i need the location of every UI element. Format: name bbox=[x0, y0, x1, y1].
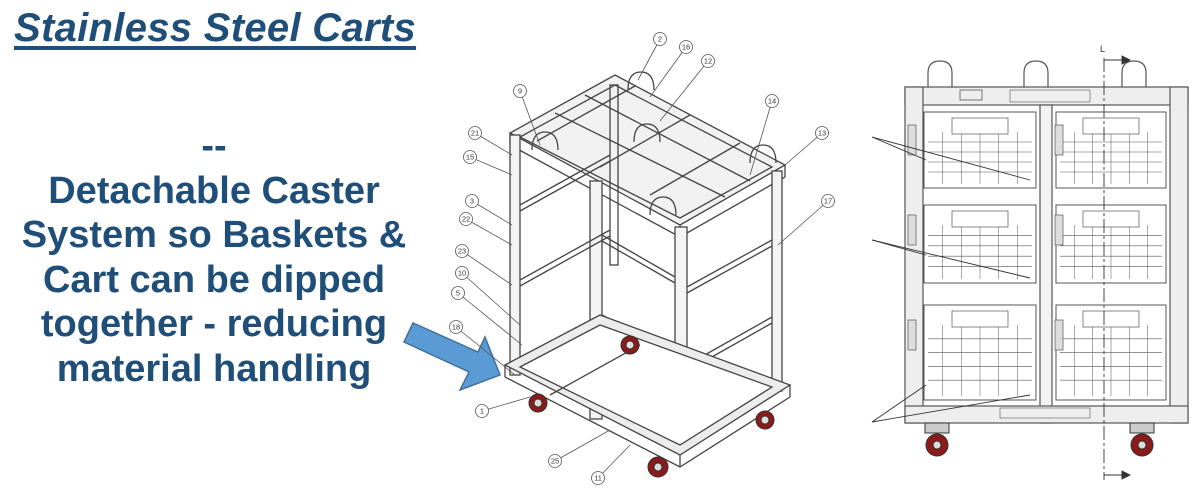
part-balloon bbox=[701, 54, 715, 68]
part-label: 9 bbox=[518, 87, 522, 96]
cart-front-view: L bbox=[871, 44, 1189, 480]
body-line: together - reducing bbox=[40, 303, 388, 345]
basket-label-plate bbox=[951, 117, 1009, 135]
leader-line bbox=[659, 60, 709, 122]
part-label: 23 bbox=[458, 247, 466, 256]
part-balloon bbox=[679, 40, 693, 54]
part-balloon bbox=[591, 471, 605, 485]
part-label: 10 bbox=[458, 269, 466, 278]
leader-line bbox=[784, 132, 823, 166]
basket bbox=[923, 304, 1037, 401]
part-balloon bbox=[463, 150, 477, 164]
part-label: 5 bbox=[456, 289, 460, 298]
leader-line bbox=[777, 200, 829, 246]
leader-line bbox=[465, 218, 513, 246]
leader-line bbox=[597, 444, 631, 479]
part-label: 15 bbox=[466, 153, 474, 162]
basket bbox=[1055, 304, 1167, 401]
part-balloon bbox=[465, 194, 479, 208]
slide-title: Stainless Steel Carts bbox=[14, 6, 417, 50]
part-balloon bbox=[449, 320, 463, 334]
part-balloon bbox=[548, 454, 562, 468]
leader-line bbox=[471, 200, 513, 226]
leader-line bbox=[554, 429, 611, 462]
leader-line bbox=[469, 156, 513, 176]
part-balloon bbox=[455, 266, 469, 280]
part-label: 21 bbox=[471, 129, 479, 138]
part-balloon bbox=[455, 244, 469, 258]
leader-line bbox=[481, 396, 531, 412]
part-label: 1 bbox=[480, 407, 484, 416]
part-balloon bbox=[815, 126, 829, 140]
basket-label-plate bbox=[1082, 310, 1140, 328]
slide-body-text: -- Detachable Caster System so Baskets &… bbox=[0, 124, 428, 391]
part-label: 3 bbox=[470, 197, 474, 206]
part-label: 18 bbox=[452, 323, 460, 332]
body-line: Detachable Caster bbox=[48, 169, 380, 212]
basket-label-plate bbox=[951, 210, 1009, 228]
basket-label-plate bbox=[951, 310, 1009, 328]
leader-line bbox=[474, 132, 513, 156]
section-label: L bbox=[1100, 44, 1105, 54]
basket bbox=[923, 111, 1037, 189]
part-label: 11 bbox=[594, 474, 602, 483]
leader-line bbox=[749, 100, 773, 176]
part-balloon bbox=[468, 126, 482, 140]
leader-line bbox=[519, 90, 541, 146]
basket-label-plate bbox=[1082, 210, 1140, 228]
body-line: System so Baskets & bbox=[21, 214, 407, 256]
part-label: 2 bbox=[658, 35, 662, 44]
leader-line bbox=[649, 46, 687, 98]
part-balloon bbox=[513, 84, 527, 98]
part-label: 14 bbox=[768, 97, 776, 106]
basket-label-plate bbox=[1082, 117, 1140, 135]
leader-line bbox=[457, 292, 523, 346]
leader-line bbox=[637, 38, 661, 81]
part-label: 12 bbox=[704, 57, 712, 66]
part-label: 22 bbox=[462, 215, 470, 224]
body-line: -- bbox=[201, 125, 227, 167]
part-balloon bbox=[821, 194, 835, 208]
part-label: 13 bbox=[818, 129, 826, 138]
part-balloon bbox=[765, 94, 779, 108]
leader-line bbox=[461, 272, 521, 326]
part-balloon bbox=[459, 212, 473, 226]
leader-line bbox=[461, 250, 513, 286]
cart-isometric-drawing: 2 16 12 9 14 21 13 15 17 322 23 10 5 18 1 25 11 bbox=[449, 32, 835, 485]
body-line: material handling bbox=[56, 347, 372, 390]
part-label: 16 bbox=[682, 43, 690, 52]
part-balloon bbox=[451, 286, 465, 300]
part-balloon bbox=[653, 32, 667, 46]
leader-line bbox=[455, 326, 516, 376]
basket bbox=[923, 204, 1037, 284]
part-label: 17 bbox=[824, 197, 832, 206]
part-balloon bbox=[475, 404, 489, 418]
part-label: 25 bbox=[551, 457, 559, 466]
body-line: Cart can be dipped bbox=[42, 258, 386, 301]
